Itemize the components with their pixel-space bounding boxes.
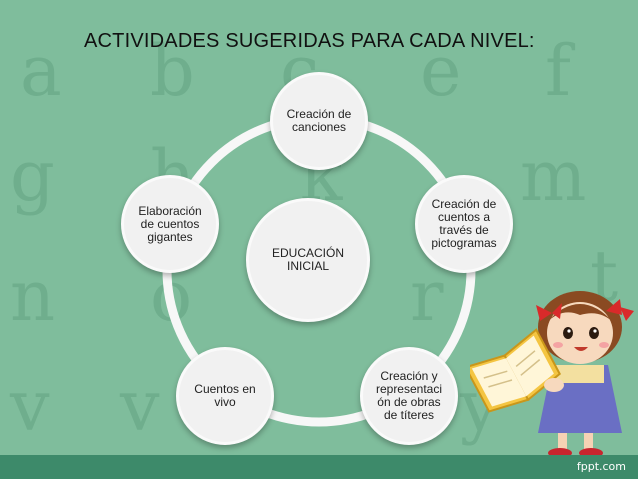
- bg-letter-b: b: [150, 30, 195, 112]
- bg-letter-v: v: [9, 365, 50, 447]
- bg-letter-a: a: [20, 30, 62, 112]
- bg-letter-e: e: [420, 30, 461, 112]
- node-label: Creación y representaci ón de obras de t…: [375, 369, 443, 422]
- bg-letter-m: m: [520, 135, 586, 217]
- slide-title: ACTIVIDADES SUGERIDAS PARA CADA NIVEL:: [84, 30, 535, 52]
- footer-bar: fppt.com: [0, 455, 638, 479]
- bg-letter-n: n: [10, 255, 55, 337]
- node-obras-titeres: Creación y representaci ón de obras de t…: [360, 347, 458, 445]
- brand-label: fppt.com: [576, 460, 626, 473]
- node-label: Creación de canciones: [286, 107, 352, 134]
- center-node: EDUCACIÓN INICIAL: [246, 198, 370, 322]
- node-label: Cuentos en vivo: [194, 382, 256, 409]
- bg-letter-w: v: [119, 365, 160, 447]
- node-creacion-canciones: Creación de canciones: [270, 72, 368, 170]
- bg-letter-g: g: [10, 135, 55, 217]
- center-node-label: EDUCACIÓN INICIAL: [271, 246, 344, 273]
- girl-reading-illustration: [470, 291, 634, 458]
- node-label: Creación de cuentos a través de pictogra…: [431, 197, 497, 250]
- bg-letter-r: r: [410, 255, 444, 337]
- bg-letter-f: f: [545, 30, 576, 112]
- node-label: Elaboración de cuentos gigantes: [138, 203, 202, 244]
- node-cuentos-en-vivo: Cuentos en vivo: [176, 347, 274, 445]
- node-creacion-cuentos-pictogramas: Creación de cuentos a través de pictogra…: [415, 175, 513, 273]
- node-cuentos-gigantes: Elaboración de cuentos gigantes: [121, 175, 219, 273]
